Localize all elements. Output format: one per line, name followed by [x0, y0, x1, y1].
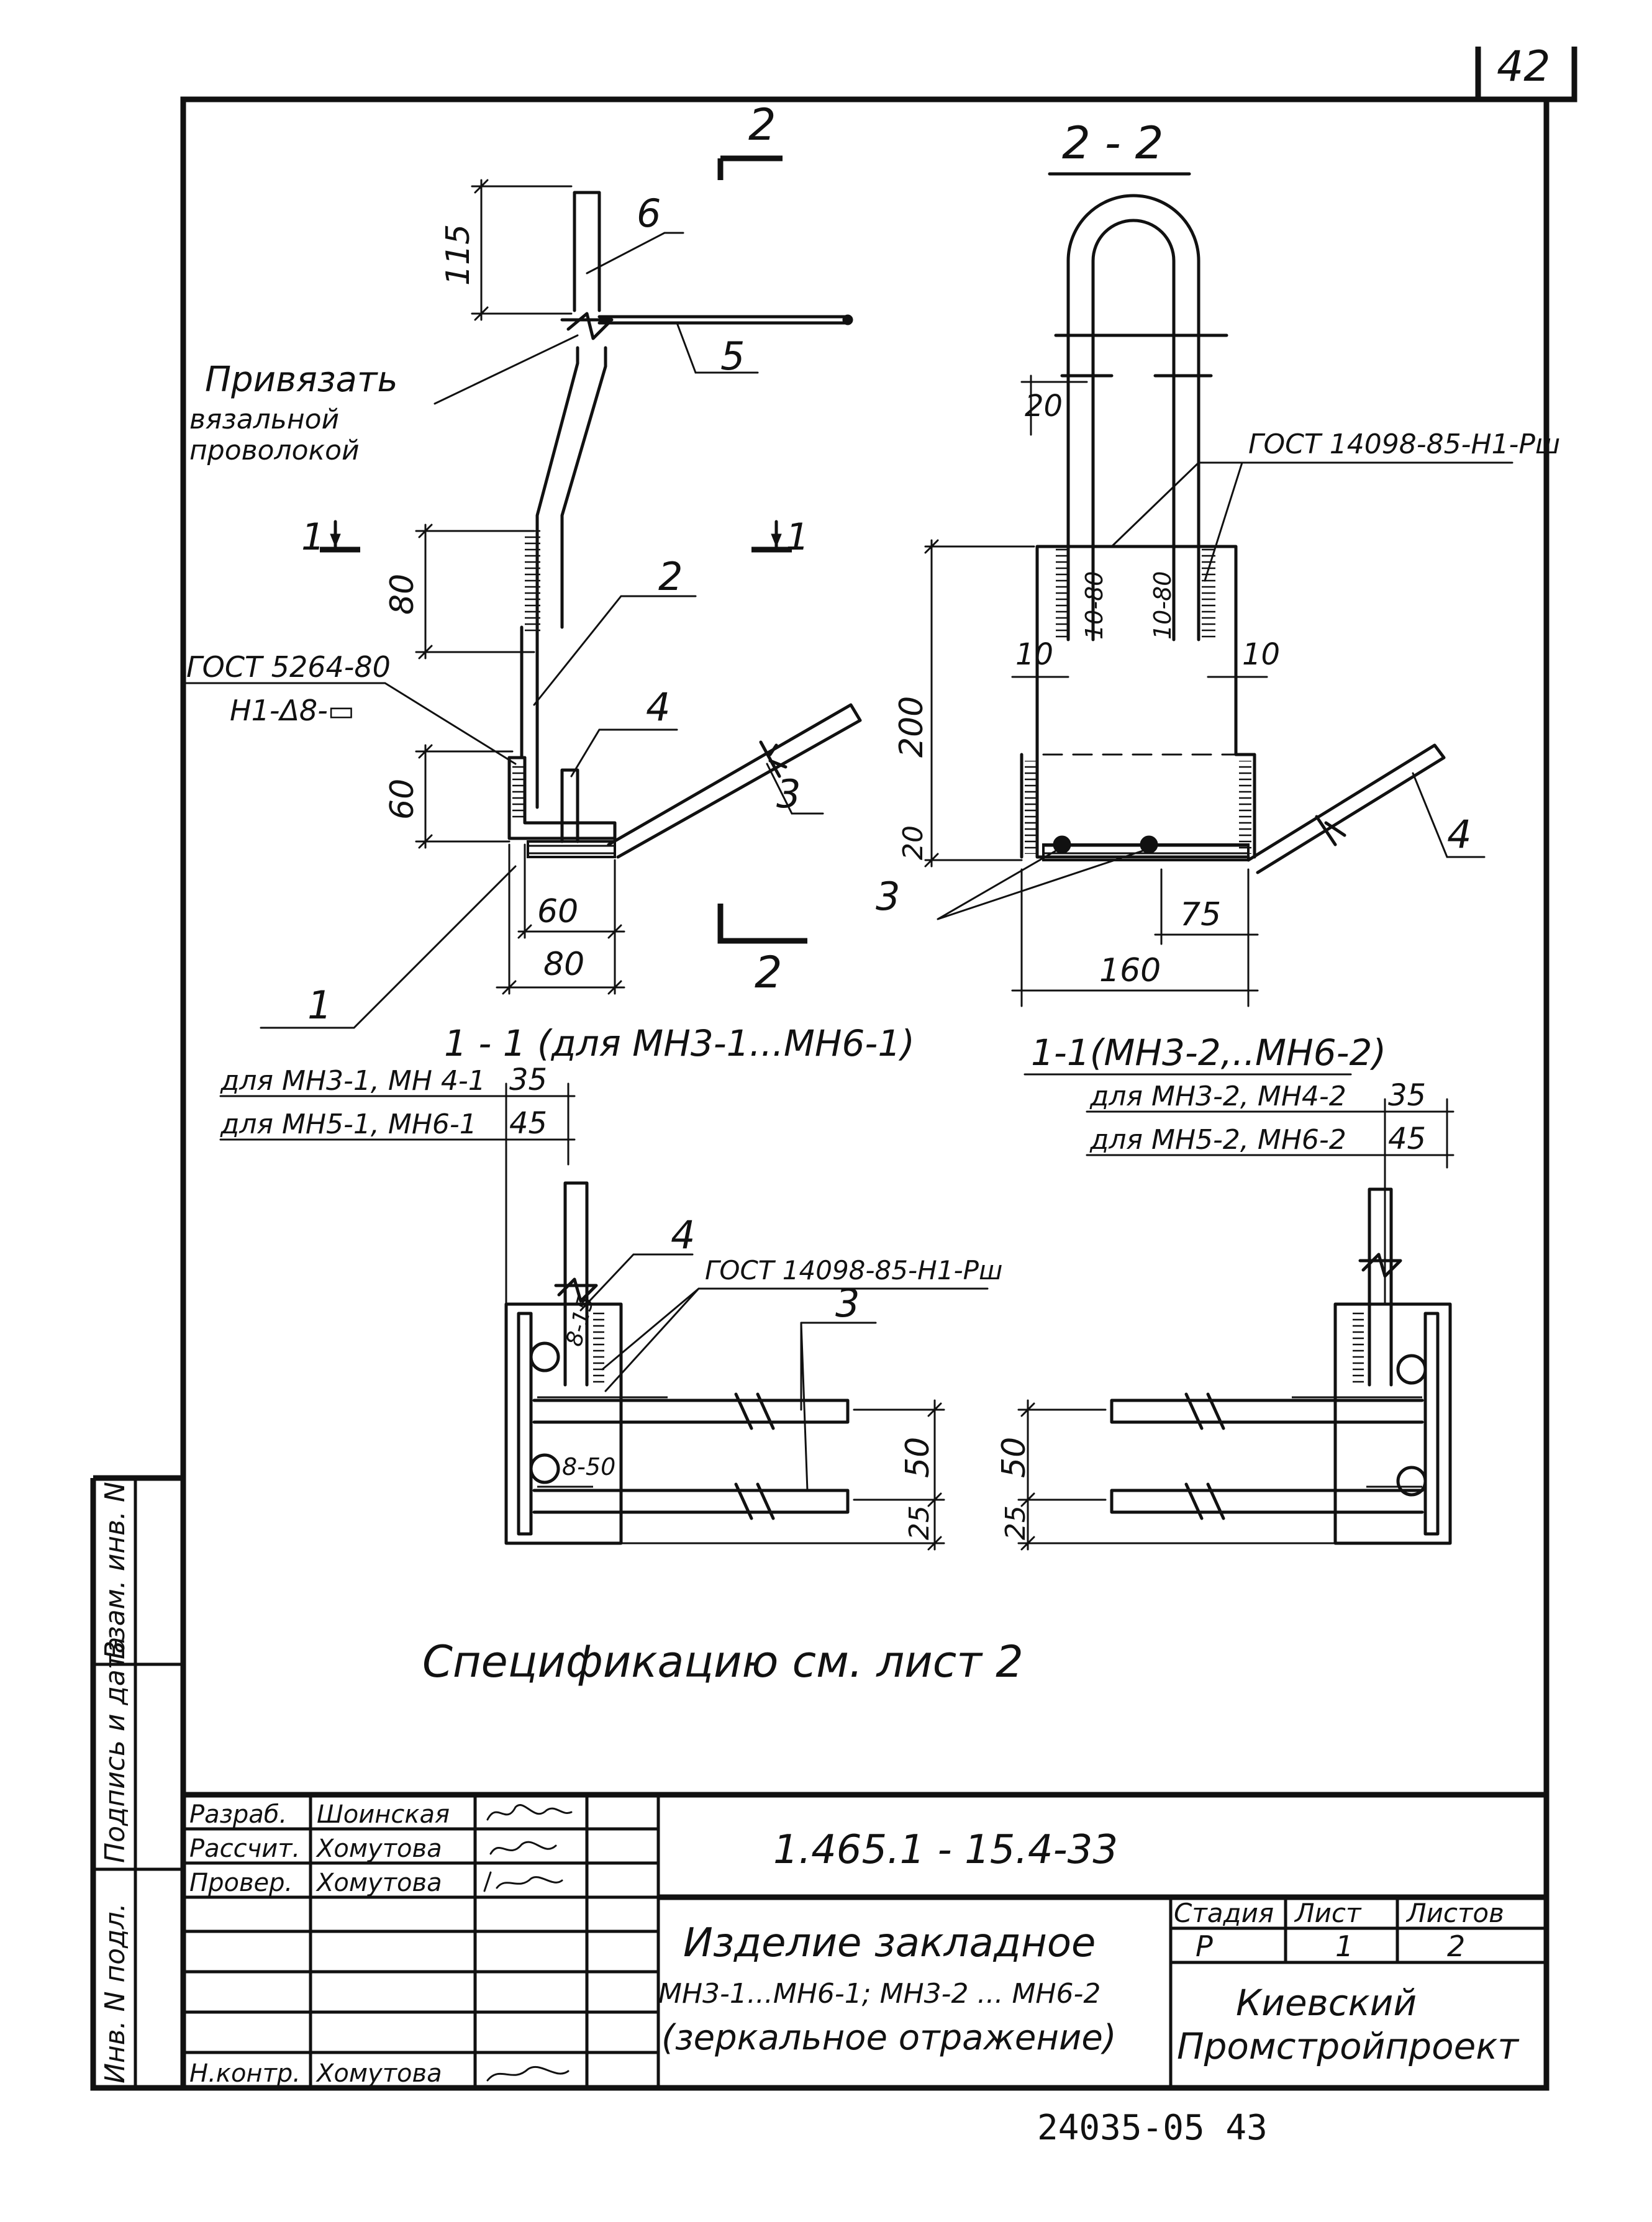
weld-standard-14098-top: ГОСТ 14098-85-Н1-Рш [1248, 429, 1560, 460]
signature-developer [486, 1804, 573, 1821]
dim-35-right: 35 [1388, 1078, 1426, 1113]
base-plate [527, 840, 616, 858]
dim-note-mn3-2: для МН3-2, МН4-2 [1089, 1081, 1346, 1112]
dim-note-mn5-1: для МН5-1, МН6-1 [220, 1109, 477, 1140]
pos-4-section-1-1: 4 [671, 1212, 695, 1258]
tie-note-line-1: Привязать [205, 360, 397, 400]
stage-value: Р [1196, 1930, 1213, 1963]
section-1-1-left: 1 - 1 (для МН3-1...МН6-1) для МН3-1, МН … [219, 1022, 1002, 1551]
pos-4-section: 4 [1447, 812, 1471, 857]
dim-200: 200 [893, 696, 930, 758]
signature-checker [483, 1871, 563, 1892]
title-block: Разраб. Рассчит. Провер. Н.контр. Шоинск… [181, 1792, 1548, 2148]
pos-2: 2 [658, 554, 683, 599]
sheet-frame [90, 96, 1550, 2091]
weld-standard-14098-lower: ГОСТ 14098-85-Н1-Рш [705, 1255, 1002, 1286]
specification-note: Спецификацию см. лист 2 [422, 1636, 1023, 1687]
dim-20-top: 20 [1025, 389, 1063, 424]
weld-length-10-80-left: 10-80 [1081, 571, 1108, 640]
dim-45-right: 45 [1388, 1122, 1426, 1156]
role-calculator: Рассчит. [189, 1834, 300, 1863]
product-note: (зеркальное отражение) [661, 2018, 1117, 2058]
sheets-value: 2 [1447, 1930, 1465, 1963]
section-1-1-left-title: 1 - 1 (для МН3-1...МН6-1) [444, 1022, 915, 1064]
document-code: 1.465.1 - 15.4-33 [773, 1827, 1118, 1873]
product-marks: МН3-1...МН6-1; МН3-2 ... МН6-2 [658, 1978, 1101, 2010]
side-stamp: Инв. N подл. Подпись и дата Взам. инв. N [99, 1482, 131, 2084]
side-stamp-field-inv: Инв. N подл. [99, 1903, 131, 2084]
weld-standard-5264: ГОСТ 5264-80 [186, 650, 391, 684]
name-norm-control: Хомутова [315, 2059, 442, 2088]
dim-80-vertical: 80 [384, 574, 421, 615]
role-developer: Разраб. [189, 1800, 287, 1829]
name-developer: Шоинская [317, 1800, 450, 1829]
pos-1: 1 [307, 982, 332, 1028]
pos-6: 6 [637, 191, 661, 236]
name-checker: Хомутова [315, 1869, 442, 1897]
dim-35-left: 35 [509, 1063, 547, 1097]
section-1-1-right-title: 1-1(МН3-2,..МН6-2) [1031, 1032, 1386, 1074]
dim-80-horizontal: 80 [543, 946, 584, 983]
dim-25-right: 25 [1000, 1505, 1032, 1540]
archive-number: 24035-05 43 [1037, 2108, 1268, 2148]
dim-10-left: 10 [1015, 637, 1053, 672]
dim-10-right: 10 [1242, 637, 1280, 672]
tie-note-line-2: вязальной [189, 404, 339, 435]
page-number-box: 42 [1475, 42, 1577, 102]
organization-line-1: Киевский [1236, 1982, 1417, 2024]
side-stamp-field-sign: Подпись и дата [99, 1637, 131, 1863]
sheet-label: Лист [1294, 1898, 1362, 1928]
weld-seam-upper [525, 528, 540, 633]
organization-line-2: Промстройпроект [1177, 2025, 1520, 2067]
pos-4-main: 4 [646, 684, 670, 730]
main-view: 2 2 1 1 115 80 60 60 80 6 5 2 [185, 99, 862, 1029]
dim-25-left: 25 [904, 1505, 935, 1540]
section-2-2: 2 - 2 20 200 20 10 10 75 160 [876, 117, 1560, 1007]
signature-calculator [489, 1841, 557, 1855]
dim-60-vertical: 60 [384, 779, 421, 820]
pos-3-section: 3 [876, 874, 900, 919]
cut-mark-1-left: 1 [301, 515, 325, 559]
tie-note-line-3: проволокой [189, 435, 360, 466]
dim-45-left: 45 [509, 1106, 547, 1141]
dim-note-mn5-2: для МН5-2, МН6-2 [1089, 1124, 1346, 1156]
dim-60-horizontal: 60 [537, 893, 578, 930]
weld-seam-lower [512, 764, 526, 820]
signature-norm-control [486, 2066, 570, 2082]
side-stamp-field-replace: Взам. инв. N [99, 1482, 131, 1659]
dim-160: 160 [1099, 952, 1161, 989]
dim-50-left: 50 [899, 1437, 937, 1478]
pos-3-section-1-1: 3 [835, 1281, 860, 1326]
cut-mark-2-bottom: 2 [755, 947, 783, 998]
section-2-2-title: 2 - 2 [1062, 117, 1163, 169]
name-calculator: Хомутова [315, 1834, 442, 1863]
cut-mark-2-top: 2 [748, 99, 776, 150]
product-title: Изделие закладное [683, 1920, 1096, 1966]
dim-115: 115 [440, 224, 477, 286]
dim-20-bottom: 20 [897, 825, 929, 860]
stage-label: Стадия [1174, 1898, 1274, 1928]
weld-length-8-50: 8-50 [562, 1453, 615, 1481]
dim-note-mn3-1: для МН3-1, МН 4-1 [220, 1065, 486, 1097]
weld-length-10-80-right: 10-80 [1149, 571, 1176, 640]
dim-50-right: 50 [996, 1437, 1033, 1478]
role-checker: Провер. [189, 1869, 293, 1897]
section-1-1-right: 1-1(МН3-2,..МН6-2) для МН3-2, МН4-2 для … [996, 1032, 1455, 1551]
cut-mark-1-right: 1 [786, 515, 809, 559]
pos-5: 5 [720, 333, 745, 379]
sheets-label: Листов [1405, 1898, 1504, 1928]
role-norm-control: Н.контр. [189, 2059, 301, 2088]
dim-75: 75 [1180, 896, 1221, 933]
page-number: 42 [1497, 42, 1551, 91]
sheet-value: 1 [1335, 1930, 1353, 1963]
pos-3-main: 3 [776, 771, 801, 817]
weld-symbol-5264: Н1-Δ8-▭ [230, 694, 355, 727]
